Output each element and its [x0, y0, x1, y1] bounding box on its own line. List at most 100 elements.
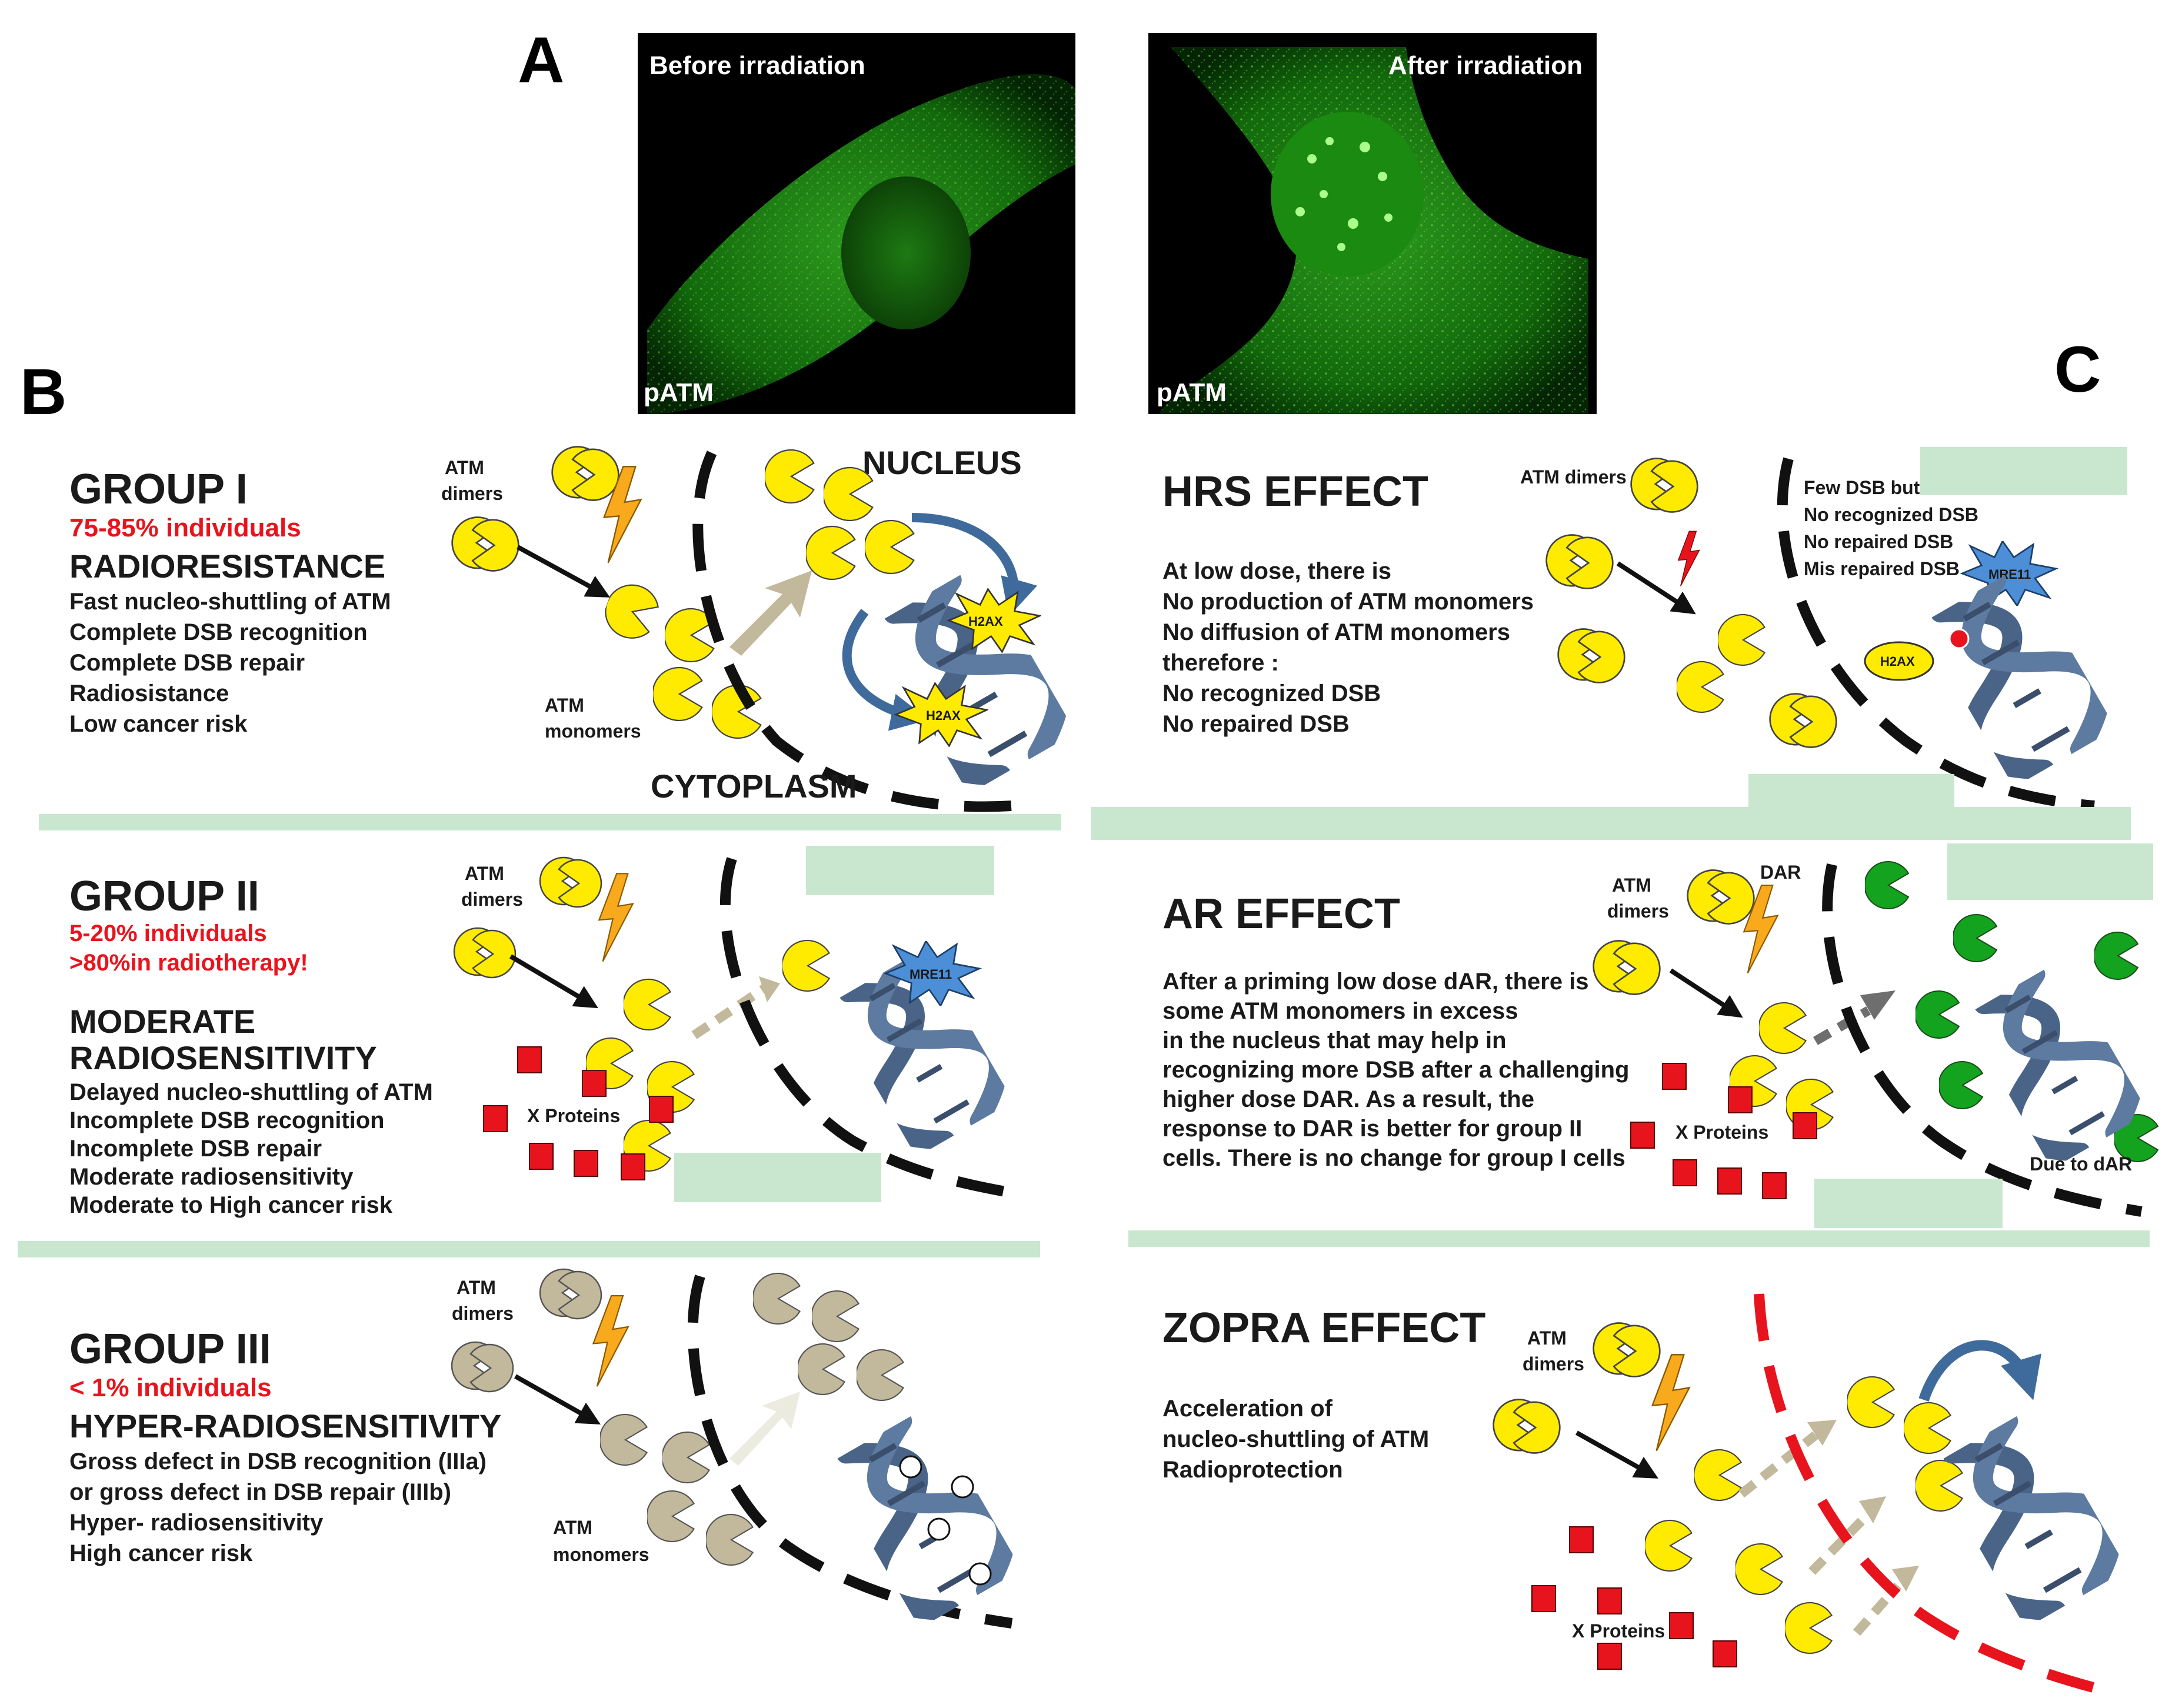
atm-monomer	[1677, 660, 1724, 713]
nuclear-membrane	[719, 857, 1013, 1198]
atm-monomers-label: monomers	[545, 720, 641, 742]
atm-monomers-label: monomers	[553, 1544, 649, 1565]
zopra-line-1: Acceleration of	[1162, 1396, 1333, 1422]
hrs-line-3: No diffusion of ATM monomers	[1162, 619, 1510, 645]
group-3-line-1: Gross defect in DSB recognition (IIIa)	[69, 1449, 487, 1475]
x-proteins	[483, 1046, 674, 1180]
separator-bar	[39, 814, 1061, 830]
atm-dimers-label: ATM	[457, 1277, 496, 1298]
nucleus-label: NUCLEUS	[862, 444, 1022, 481]
nuclear-membrane	[1822, 863, 2143, 1217]
group-2-percent: 5-20% individuals	[69, 920, 267, 946]
atm-monomer	[812, 1290, 860, 1343]
atm-dimer	[451, 516, 519, 572]
group-1-section: GROUP I 75-85% individuals RADIORESISTAN…	[69, 444, 1083, 812]
group-2-line-2: Incomplete DSB recognition	[69, 1107, 385, 1133]
group-2-title: GROUP II	[69, 873, 259, 920]
micrograph-after: After irradiation pATM	[1148, 33, 1597, 414]
group-3-line-4: High cancer risk	[69, 1540, 253, 1566]
group-2-line-3: Incomplete DSB repair	[69, 1136, 322, 1162]
recognition-arrow	[1918, 1340, 2041, 1402]
group-3-line-3: Hyper- radiosensitivity	[69, 1510, 324, 1536]
group-2-section: GROUP II 5-20% individuals >80%in radiot…	[69, 846, 1020, 1218]
atm-monomer	[706, 1513, 754, 1566]
separator-bar	[18, 1241, 1040, 1257]
after-irradiation-label: After irradiation	[1388, 51, 1583, 80]
panel-c-letter: C	[2054, 333, 2101, 406]
shuttling-arrows	[1738, 1431, 1902, 1636]
atm-dimer	[1769, 693, 1837, 748]
atm-dimer	[1687, 869, 1755, 925]
stain-label-right: pATM	[1157, 378, 1227, 407]
cytoplasm-label: CYTOPLASM	[651, 768, 857, 805]
atm-monomer-dar	[1865, 860, 1910, 910]
atm-monomer	[712, 684, 762, 739]
hrs-effect-section: HRS EFFECT At low dose, there is No prod…	[1162, 447, 2127, 820]
h2ax-label: H2AX	[1880, 654, 1915, 669]
atm-monomer	[857, 1349, 904, 1402]
hrs-note-2: No recognized DSB	[1804, 504, 1978, 525]
atm-dimer	[1557, 628, 1625, 683]
group-2-line-5: Moderate to High cancer risk	[69, 1192, 393, 1218]
ar-line-4: recognizing more DSB after a challenging	[1162, 1057, 1629, 1083]
atm-monomer	[753, 1272, 801, 1325]
atm-monomer-dar	[1916, 990, 1960, 1039]
atm-monomers-label: ATM	[545, 695, 584, 716]
atm-monomer-dar	[2094, 931, 2139, 980]
dna-helix	[859, 560, 1083, 801]
shuttling-arrow	[691, 984, 768, 1039]
x-proteins-label: X Proteins	[527, 1105, 620, 1126]
group-1-line-3: Complete DSB repair	[69, 650, 305, 676]
radiation-bolt-icon	[1651, 1354, 1690, 1452]
group-1-line-1: Fast nucleo-shuttling of ATM	[69, 589, 391, 615]
ar-title: AR EFFECT	[1162, 890, 1400, 938]
nuclear-membrane-permeable	[1754, 1293, 2120, 1699]
group-3-percent: < 1% individuals	[69, 1373, 272, 1402]
atm-monomer	[824, 466, 874, 522]
dna-helix	[1918, 1402, 2136, 1636]
activation-arrow	[514, 1374, 601, 1425]
panel-b-letter: B	[20, 356, 66, 428]
x-proteins-label: X Proteins	[1675, 1122, 1768, 1143]
highlight-box	[674, 1153, 881, 1202]
shuttling-arrow	[1813, 1006, 1871, 1045]
atm-monomer	[653, 666, 703, 722]
highlight-box	[1814, 1179, 2003, 1228]
x-proteins-label: X Proteins	[1572, 1620, 1665, 1642]
group-2-phenotype: RADIOSENSITIVITY	[69, 1039, 377, 1076]
atm-dimer	[551, 446, 619, 501]
ar-line-6: response to DAR is better for group II	[1162, 1116, 1582, 1142]
group-1-phenotype: RADIORESISTANCE	[69, 548, 385, 585]
group-3-phenotype: HYPER-RADIOSENSITIVITY	[69, 1407, 501, 1445]
atm-monomer	[1847, 1376, 1895, 1429]
group-1-line-2: Complete DSB recognition	[69, 619, 368, 645]
zopra-effect-section: ZOPRA EFFECT Acceleration of nucleo-shut…	[1162, 1293, 2136, 1699]
break-marker	[1948, 628, 1970, 649]
atm-dimer	[1593, 1322, 1661, 1377]
due-to-dar-label: Due to dAR	[2030, 1153, 2132, 1175]
atm-dimers-label: ATM	[445, 457, 484, 478]
atm-dimers-label: ATM	[1612, 875, 1651, 896]
highlight-box	[806, 846, 994, 895]
atm-dimer	[1630, 458, 1698, 513]
before-irradiation-label: Before irradiation	[649, 51, 865, 80]
zopra-line-2: nucleo-shuttling of ATM	[1162, 1426, 1429, 1452]
atm-monomer	[1759, 1002, 1807, 1055]
atm-dimer	[539, 1268, 602, 1320]
group-1-title: GROUP I	[69, 466, 248, 513]
activation-arrow	[1669, 968, 1743, 1018]
recognition-arrow	[911, 513, 1038, 617]
atm-monomer	[765, 449, 815, 504]
atm-monomer	[1735, 1543, 1783, 1596]
separator-bar	[1091, 807, 2131, 840]
recognition-arrow	[842, 609, 929, 731]
hrs-title: HRS EFFECT	[1162, 468, 1428, 515]
zopra-line-3: Radioprotection	[1162, 1457, 1343, 1483]
x-proteins	[1630, 1063, 1817, 1199]
hrs-note-1: Few DSB but	[1804, 477, 1920, 498]
activation-arrow	[517, 545, 611, 598]
ar-line-1: After a priming low dose dAR, there is	[1162, 969, 1589, 995]
activation-arrow	[1575, 1430, 1658, 1479]
mre11-label: MRE11	[1988, 567, 2031, 582]
atm-dimer	[1593, 940, 1661, 995]
